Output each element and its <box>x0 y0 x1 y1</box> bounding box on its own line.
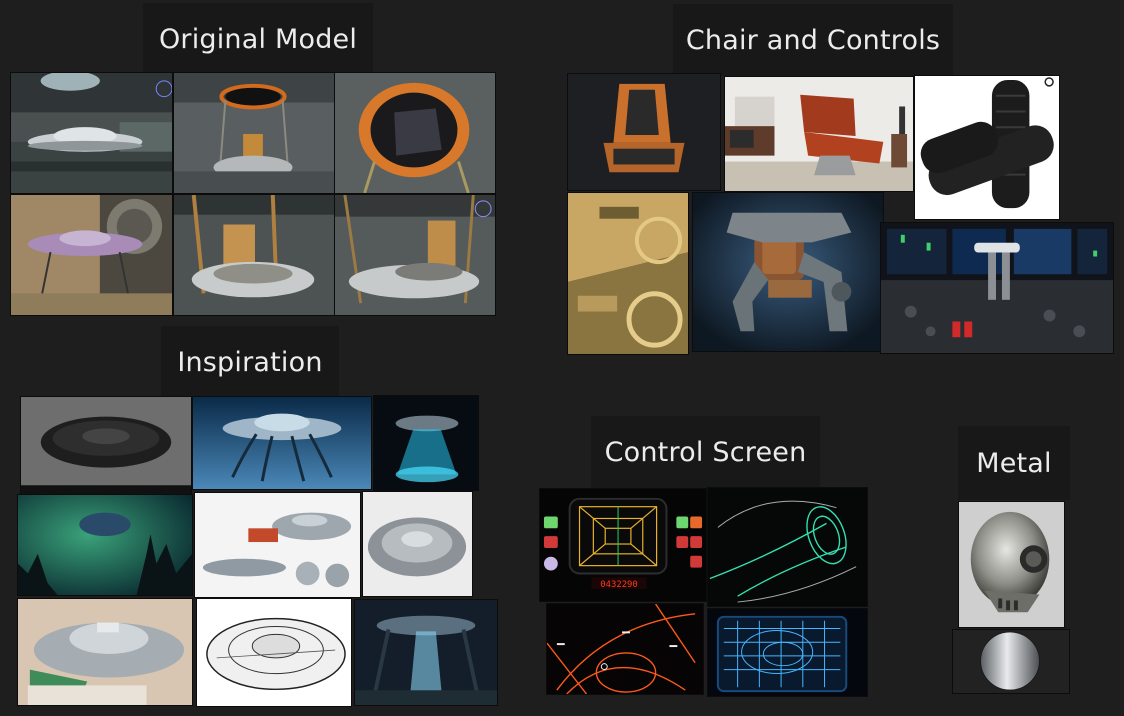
mech-pilot-seat-image <box>692 192 884 352</box>
orange-vector-hud-screen-image <box>546 603 704 695</box>
screen-readout: 0432290 <box>600 580 637 590</box>
golden-cockpit-render-image <box>567 192 689 355</box>
inspiration-model-kit-image <box>17 598 193 706</box>
brushed-metal-cylinder-image <box>952 629 1070 694</box>
original-model-render-5 <box>173 194 335 316</box>
section-title-control-screen: Control Screen <box>591 416 820 488</box>
section-title-text: Inspiration <box>177 346 323 378</box>
inspiration-beam-saucer-image <box>373 395 479 491</box>
targeting-computer-screen-image: 0432290 <box>539 488 707 602</box>
original-model-render-1 <box>10 72 173 194</box>
section-title-text: Original Model <box>158 23 358 55</box>
original-model-render-2 <box>173 72 335 194</box>
blue-wireframe-display-image <box>707 608 868 697</box>
original-model-render-6 <box>334 194 496 316</box>
rubber-grips-image <box>914 75 1060 220</box>
section-title-inspiration: Inspiration <box>161 326 339 398</box>
section-title-text: Metal <box>976 447 1052 479</box>
section-title-original-model: Original Model <box>143 3 373 75</box>
section-title-text: Control Screen <box>604 436 807 468</box>
original-model-render-4 <box>10 194 173 316</box>
section-title-metal: Metal <box>958 426 1070 500</box>
inspiration-saucer-remake-image <box>20 396 192 499</box>
original-model-render-3 <box>334 72 496 194</box>
orange-racing-seat-image <box>567 73 721 191</box>
metal-skull-helmet-image <box>958 501 1065 628</box>
inspiration-starship-concept-sheet-image <box>194 492 361 598</box>
section-title-chair-controls: Chair and Controls <box>673 4 953 76</box>
inspiration-green-sky-saucer-image <box>17 494 193 596</box>
section-title-text: Chair and Controls <box>685 24 941 56</box>
cyan-vector-orbit-screen-image <box>707 487 868 607</box>
inspiration-landing-beam-image <box>354 599 498 706</box>
inspiration-saucer-sketch-image <box>196 598 352 707</box>
designer-lounge-chair-image <box>724 76 914 192</box>
inspiration-silver-disc-image <box>362 491 473 597</box>
inspiration-blue-saucer-image <box>192 396 372 490</box>
aircraft-throttle-panel-image <box>880 222 1114 354</box>
